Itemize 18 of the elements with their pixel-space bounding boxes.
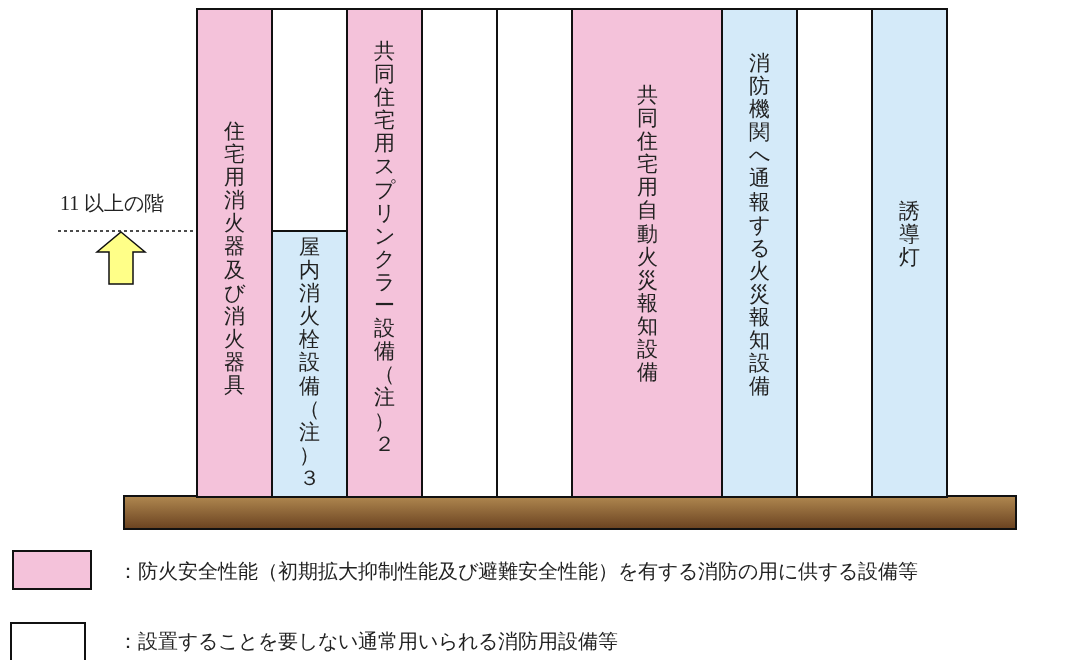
- equipment-column: [721, 8, 798, 498]
- equipment-column: [571, 8, 723, 498]
- empty-column: [796, 8, 873, 498]
- column-label: 住宅用消火器及び消火器具: [224, 120, 245, 398]
- floor-label: 11 以上の階: [60, 191, 165, 216]
- legend-text: ：設置することを要しない通常用いられる消防用設備等: [118, 629, 618, 654]
- equipment-column: [196, 8, 273, 498]
- column-label: 消防機関へ通報する火災報知設備: [749, 52, 770, 399]
- column-label: 共同住宅用スプリンクラー設備（注）２: [374, 40, 395, 456]
- empty-column: [496, 8, 573, 498]
- column-label: 誘導灯: [899, 200, 920, 270]
- legend-text: ：防火安全性能（初期拡大抑制性能及び避難安全性能）を有する消防の用に供する設備等: [118, 559, 918, 584]
- empty-column: [421, 8, 498, 498]
- column-label: 共同住宅用自動火災報知設備: [636, 84, 658, 385]
- equipment-column: [871, 8, 948, 498]
- equipment-column: [271, 230, 348, 498]
- equipment-column: [346, 8, 423, 498]
- column-label: 屋内消火栓設備（注）３: [299, 236, 320, 491]
